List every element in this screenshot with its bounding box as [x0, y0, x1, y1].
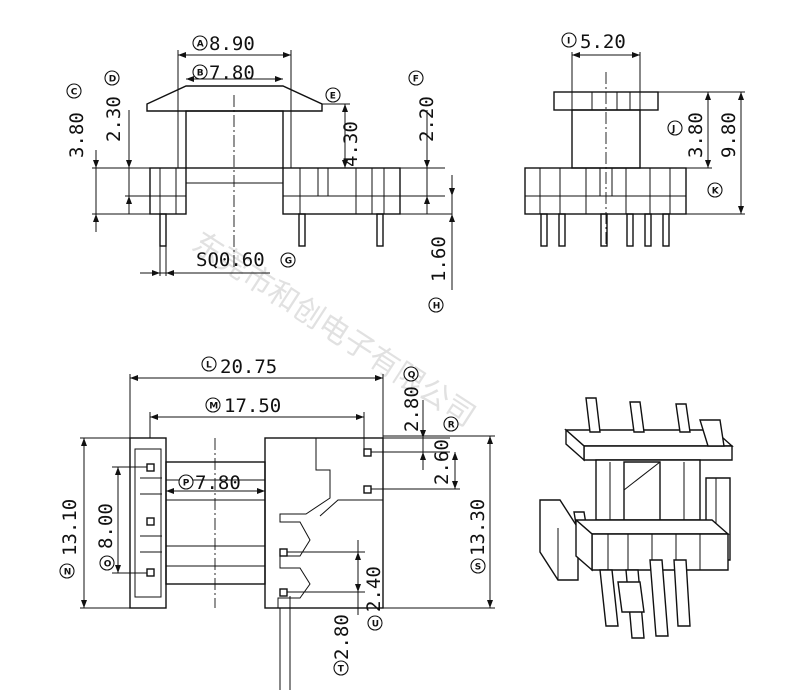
side-view: I 5.20 J 3.80 K 9.80 [524, 31, 745, 247]
svg-text:C: C [71, 88, 78, 98]
dim-l-value: 20.75 [220, 356, 277, 378]
dim-s-value: 13.30 [467, 499, 489, 556]
svg-text:I: I [567, 37, 570, 47]
dim-g-value: SQ0.60 [196, 249, 265, 271]
svg-text:P: P [183, 479, 190, 489]
svg-text:D: D [109, 75, 116, 85]
dim-j-value: 3.80 [685, 112, 707, 158]
isometric-view [539, 397, 734, 639]
dim-h-value: 1.60 [428, 236, 450, 282]
front-core [185, 110, 284, 169]
dim-a-value: 8.90 [209, 33, 255, 55]
front-pin-right-2 [376, 213, 384, 247]
dim-u-value: 2.40 [363, 566, 385, 612]
svg-text:M: M [209, 402, 218, 412]
front-pin-right-1 [298, 213, 306, 247]
dim-b-value: 7.80 [209, 62, 255, 84]
svg-text:L: L [206, 361, 212, 371]
dim-m-value: 17.50 [224, 395, 281, 417]
dim-p-value: 7.80 [195, 472, 241, 494]
top-view: L 20.75 M 17.50 P 7.80 N 13.10 O 8.00 [59, 356, 495, 690]
svg-text:O: O [104, 560, 112, 570]
dim-o-value: 8.00 [95, 503, 117, 549]
svg-text:J: J [671, 125, 675, 135]
side-base [524, 167, 687, 215]
svg-text:N: N [64, 568, 72, 578]
svg-text:E: E [330, 92, 336, 102]
svg-text:B: B [197, 69, 204, 79]
front-pin-left [159, 213, 167, 247]
svg-text:H: H [433, 302, 441, 312]
svg-text:F: F [413, 75, 419, 85]
svg-text:U: U [372, 620, 379, 630]
svg-text:R: R [448, 421, 455, 431]
dim-c-value: 3.80 [66, 112, 88, 158]
dim-t-value: 2.80 [331, 614, 353, 660]
dim-d-value: 2.30 [103, 96, 125, 142]
svg-text:Q: Q [408, 371, 416, 381]
dim-k-value: 9.80 [718, 112, 740, 158]
dim-r-value: 2.60 [431, 439, 453, 485]
dim-f-value: 2.20 [416, 96, 438, 142]
front-top-flange [146, 85, 323, 112]
dim-n-value: 13.10 [59, 499, 81, 556]
dim-q-value: 2.80 [401, 386, 423, 432]
front-view: A 8.90 B 7.80 C 3.80 D 2.30 E 4.30 [66, 33, 455, 313]
svg-text:T: T [338, 665, 345, 675]
svg-text:G: G [285, 257, 292, 267]
top-view-right-frame [264, 437, 384, 609]
front-left-block [149, 167, 187, 215]
dim-e-value: 4.30 [340, 121, 362, 167]
front-right-block [282, 167, 401, 215]
dim-i-value: 5.20 [580, 31, 626, 53]
svg-text:S: S [475, 563, 481, 573]
svg-text:A: A [197, 40, 204, 50]
svg-text:K: K [712, 187, 720, 197]
